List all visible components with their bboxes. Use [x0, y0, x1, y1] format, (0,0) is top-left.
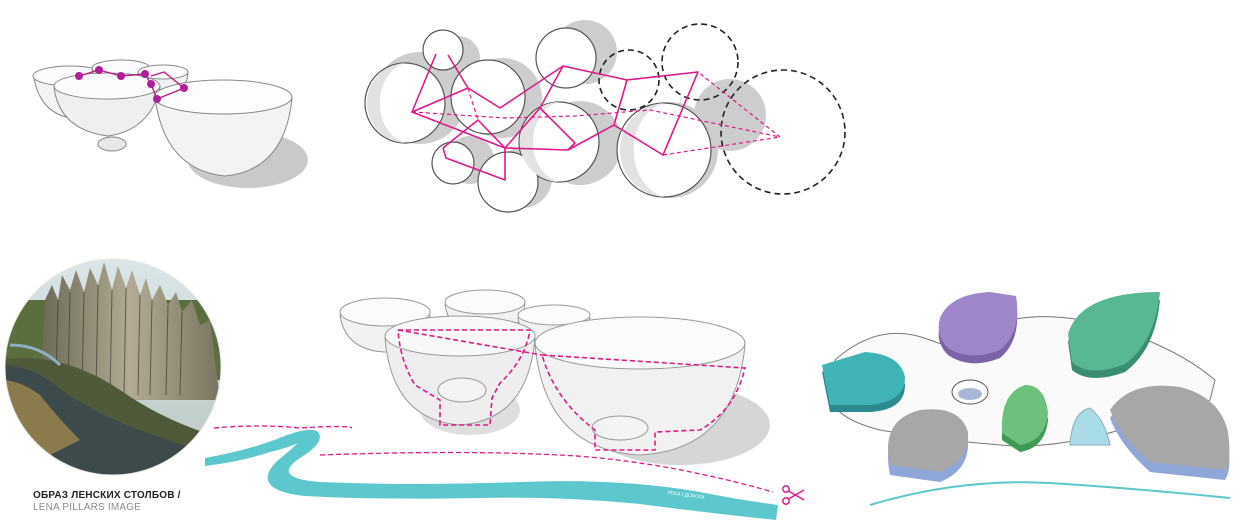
node-dot [95, 66, 103, 74]
zone-teal [822, 352, 905, 405]
bowl-cluster-diagram [33, 60, 308, 188]
cut-bowls-diagram [340, 290, 770, 465]
node-dot [153, 95, 161, 103]
caption-line-en: LENA PILLARS IMAGE [33, 502, 181, 514]
lena-pillars-photo [0, 255, 230, 485]
node-dot [147, 80, 155, 88]
zone-gray-right [1110, 386, 1229, 470]
node-dot [75, 72, 83, 80]
node-dot [141, 70, 149, 78]
node-dot [117, 72, 125, 80]
scissors-icon [783, 486, 804, 504]
photo-caption: ОБРАЗ ЛЕНСКИХ СТОЛБОВ / LENA PILLARS IMA… [33, 490, 181, 514]
circle-network-diagram [365, 20, 845, 212]
caption-line-ru: ОБРАЗ ЛЕНСКИХ СТОЛБОВ / [33, 490, 181, 502]
node-dot [180, 84, 188, 92]
zoning-plan-diagram [822, 292, 1230, 505]
